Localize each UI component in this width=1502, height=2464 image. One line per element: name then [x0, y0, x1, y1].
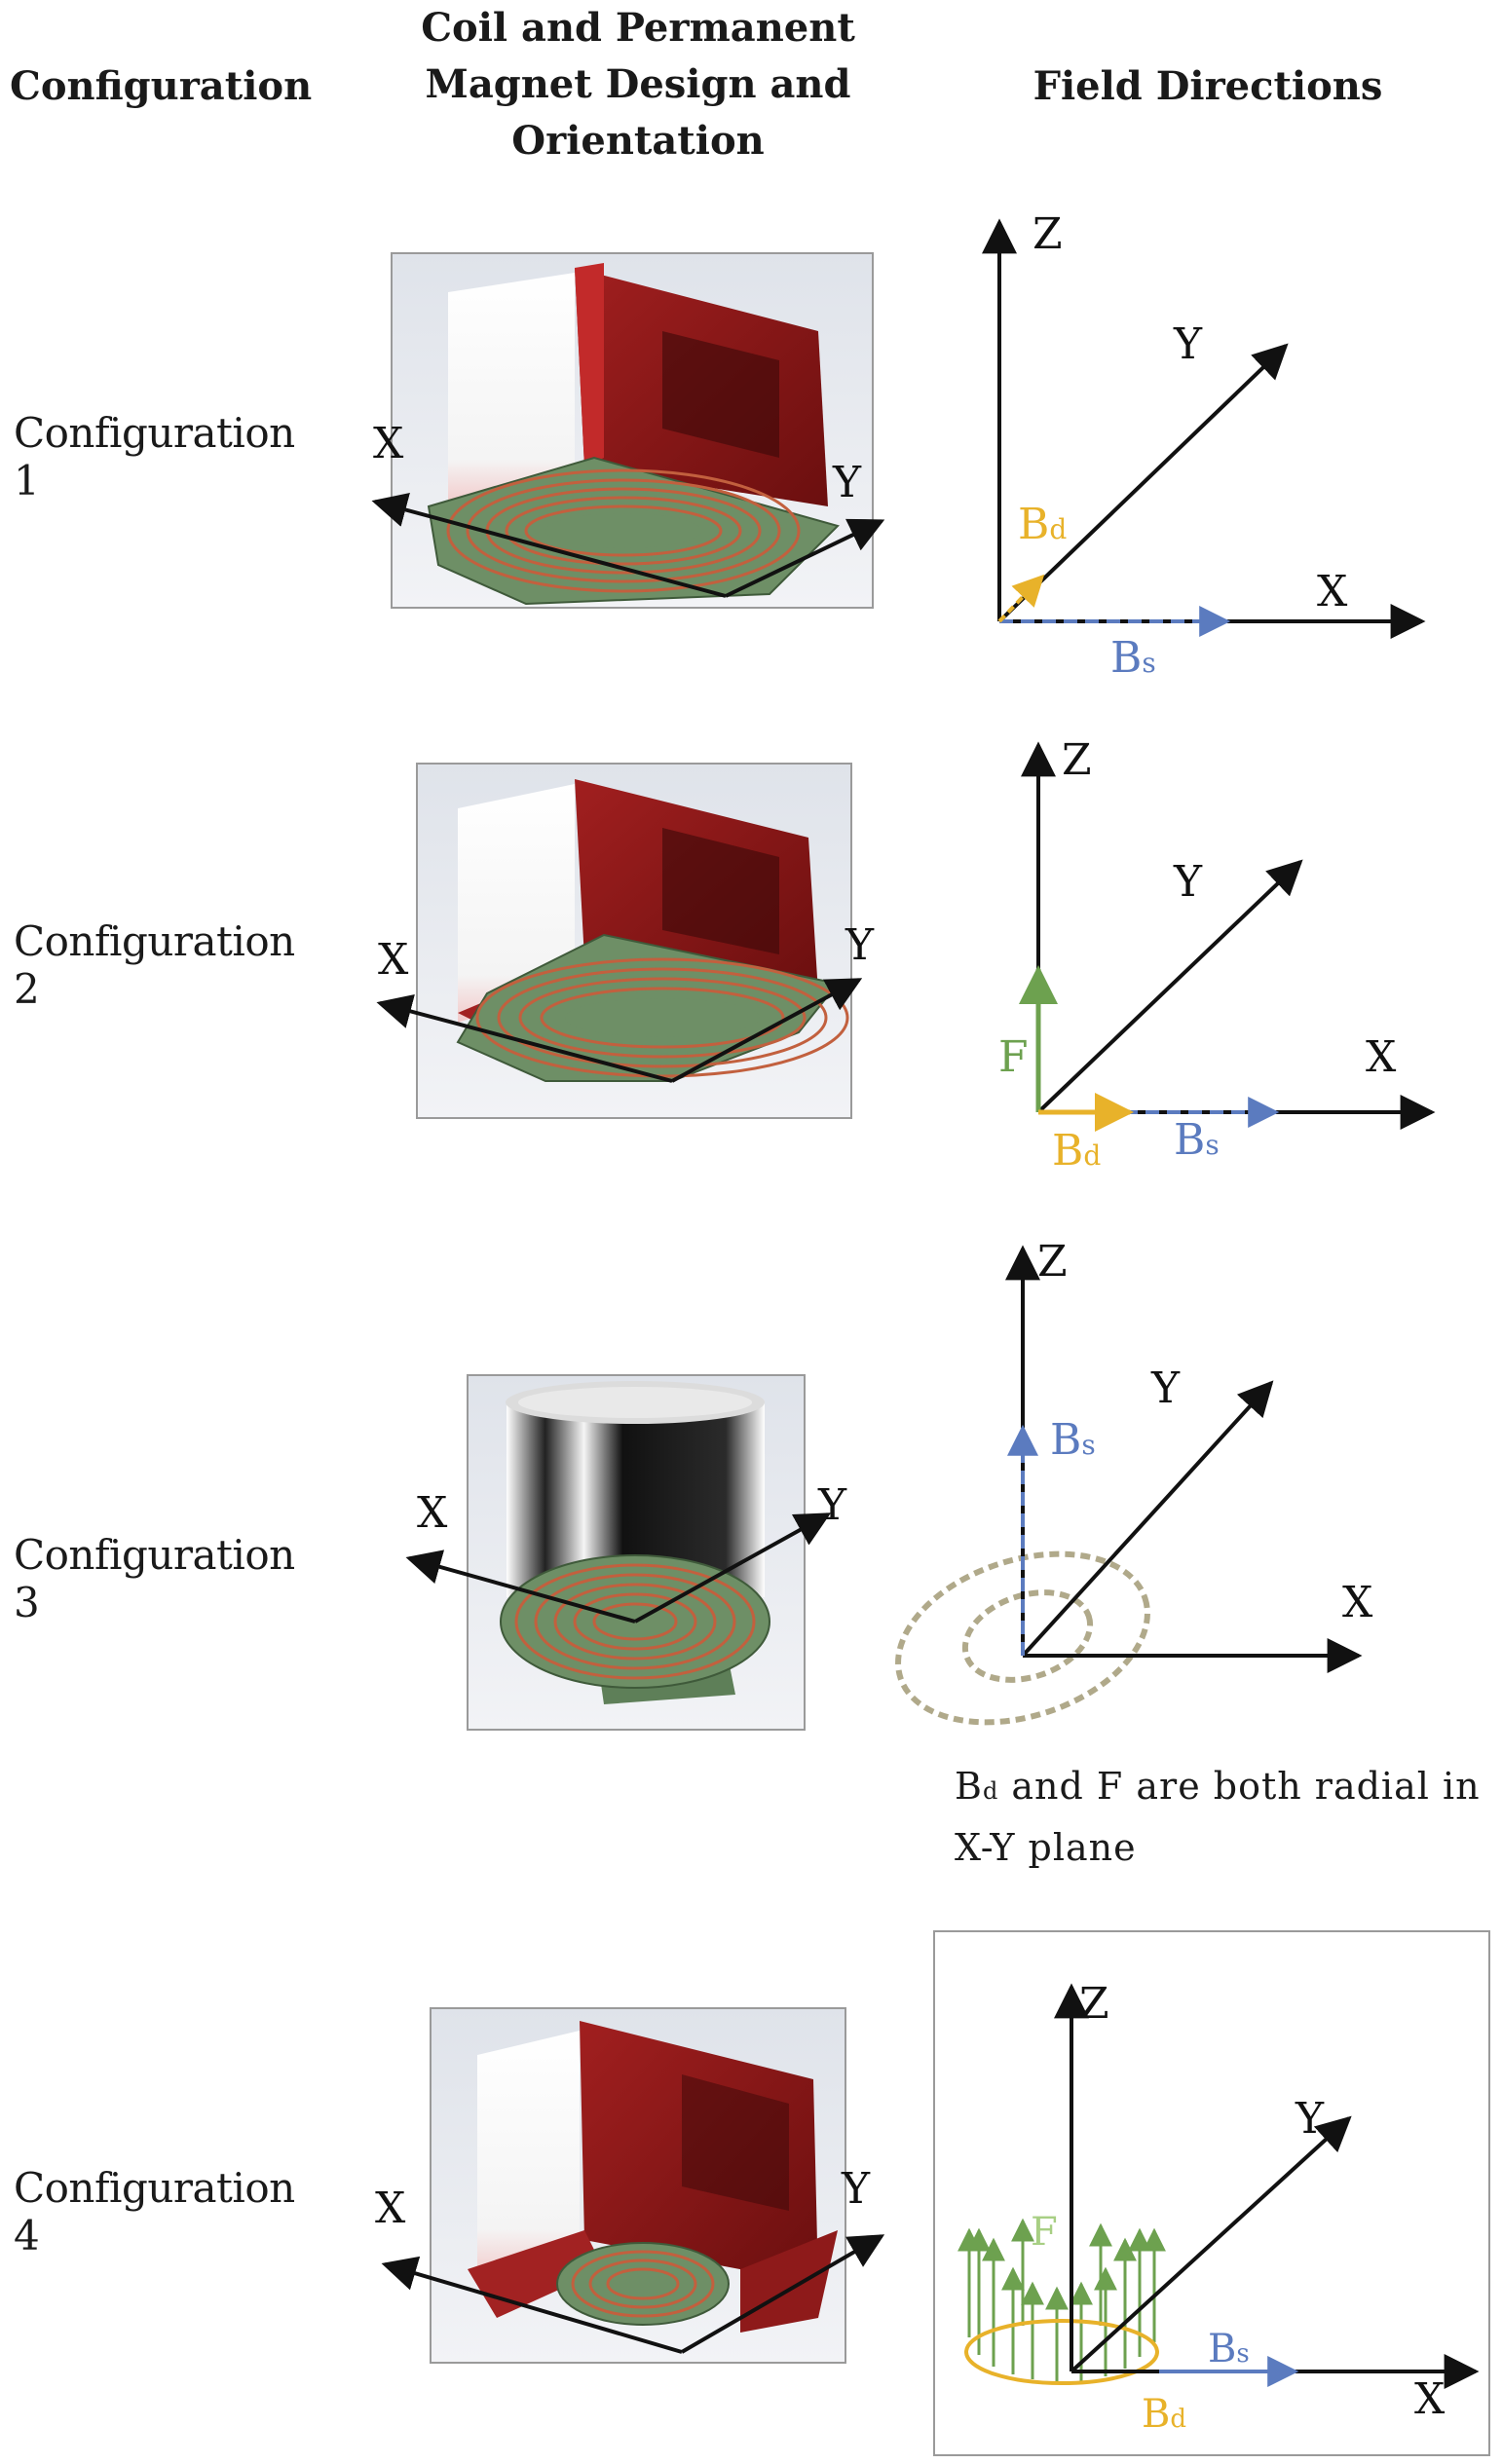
note-rest-1: and F are both radial in	[998, 1765, 1481, 1808]
header-design: Coil and Permanent Magnet Design and Ori…	[409, 0, 867, 169]
config-3-model-x-axis	[405, 1549, 636, 1624]
config-1-field	[982, 218, 1426, 639]
config-4-bd-label: Bd	[1142, 2392, 1186, 2437]
config-2-model-y-axis	[671, 978, 863, 1083]
config-2-bs-label: Bs	[1174, 1115, 1220, 1165]
config-4-y-axis	[1070, 2115, 1352, 2373]
config-3-note: Bd and F are both radial in X-Y plane	[955, 1758, 1481, 1876]
config-1-model-y-axis	[725, 518, 885, 598]
header-design-line2: Magnet Design and	[425, 61, 851, 107]
note-b: B	[955, 1765, 983, 1808]
config-1-bs-label: Bs	[1110, 633, 1156, 683]
config-3-model-y-axis	[634, 1512, 832, 1624]
config-1-x-label: X	[1317, 567, 1348, 616]
config-3-z-label: Z	[1037, 1237, 1068, 1287]
config-3-x-label: X	[1342, 1578, 1373, 1627]
config-3-model-x-label: X	[417, 1488, 448, 1538]
config-4-f-arrows	[958, 2218, 1166, 2382]
config-3-field	[895, 1245, 1363, 1726]
config-4-field-frame	[933, 1930, 1490, 2456]
note-rest-2: X-Y plane	[955, 1826, 1137, 1869]
config-4-model-y-label: Y	[841, 2164, 871, 2214]
config-1-label: Configuration 1	[14, 409, 295, 504]
config-2-x-label: X	[1366, 1032, 1397, 1082]
config-1-z-label: Z	[1033, 209, 1063, 259]
config-2-model-x-label: X	[378, 935, 409, 985]
config-1-y-label: Y	[1173, 319, 1203, 369]
config-2-model-x-axis	[376, 993, 673, 1083]
config-4-f-label: F	[1031, 2210, 1058, 2255]
config-3-label: Configuration 3	[14, 1531, 295, 1626]
config-3-inner-ring	[961, 1589, 1094, 1683]
config-2-f-label: F	[998, 1032, 1029, 1082]
config-2-bd-label: Bd	[1052, 1126, 1101, 1176]
config-1-model-x-label: X	[373, 419, 404, 468]
header-field-directions: Field Directions	[1033, 63, 1383, 109]
config-1-y-axis	[997, 343, 1289, 623]
header-configuration: Configuration	[10, 63, 313, 109]
config-3-y-label: Y	[1150, 1363, 1181, 1413]
config-2-y-label: Y	[1173, 857, 1203, 907]
config-2-label: Configuration 2	[14, 917, 295, 1013]
config-4-z-label: Z	[1079, 1979, 1109, 2029]
config-3-y-axis	[1021, 1380, 1274, 1658]
config-4-bd-ring	[964, 2319, 1159, 2385]
config-1-model	[371, 252, 885, 609]
config-4-label: Configuration 4	[14, 2164, 295, 2259]
config-1-model-x-axis	[371, 493, 727, 598]
config-4-x-label: X	[1414, 2374, 1446, 2424]
config-1-model-y-label: Y	[832, 458, 862, 507]
note-d: d	[982, 1777, 999, 1805]
config-4-model-x-axis	[381, 2256, 683, 2354]
config-2-y-axis	[1036, 859, 1303, 1114]
config-4-model-x-label: X	[375, 2184, 406, 2233]
config-4-field	[958, 1983, 1480, 2389]
config-4-model	[381, 2007, 885, 2364]
config-3-outer-ring	[895, 1550, 1150, 1726]
config-1-bd-label: Bd	[1018, 500, 1067, 549]
config-2-z-label: Z	[1062, 735, 1092, 785]
header-design-line3: Orientation	[511, 118, 765, 164]
config-2-model	[376, 763, 863, 1119]
config-4-y-label: Y	[1295, 2094, 1325, 2144]
config-3-model-y-label: Y	[817, 1480, 847, 1530]
config-4-model-y-axis	[680, 2234, 885, 2354]
config-4-bs-label: Bs	[1208, 2327, 1250, 2371]
config-2-model-y-label: Y	[845, 920, 875, 970]
header-design-line1: Coil and Permanent	[421, 5, 855, 51]
config-1-bd-arrow	[997, 574, 1045, 623]
config-3-bs-label: Bs	[1050, 1415, 1096, 1465]
config-2-field	[1019, 741, 1436, 1132]
config-3-model	[405, 1374, 832, 1731]
